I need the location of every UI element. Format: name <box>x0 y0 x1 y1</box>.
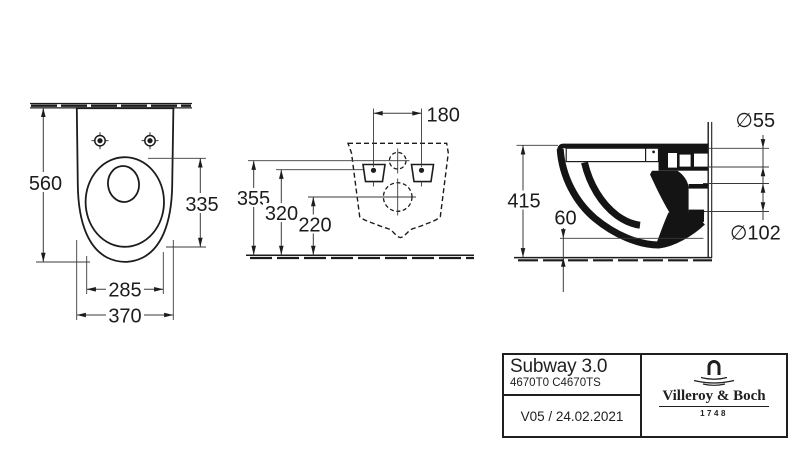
wall-line-side <box>707 122 713 258</box>
dim-label-side-height: 415 <box>507 191 540 213</box>
dim-label-seat-width: 285 <box>108 280 141 302</box>
product-name-cell: Subway 3.0 4670T0 C4670TS <box>504 355 640 396</box>
dim-label-outlet-diameter: ∅102 <box>730 223 781 245</box>
dim-355: 355 <box>235 160 272 255</box>
dim-335: 335 <box>148 157 221 248</box>
dim-label-bolt-spacing: 180 <box>427 105 460 127</box>
outlet-circle <box>382 178 413 216</box>
title-block: Subway 3.0 4670T0 C4670TS V05 / 24.02.20… <box>502 353 788 438</box>
dim-label-height: 560 <box>29 173 62 195</box>
carrier-dashed-outline <box>347 142 450 239</box>
brand-name: Villeroy & Boch <box>659 389 769 407</box>
brand-year: 1748 <box>700 409 728 418</box>
bolt-plate-right <box>410 163 435 187</box>
dim-diameters: ∅55 ∅102 <box>730 110 781 245</box>
dim-320: 320 <box>263 169 300 255</box>
dim-60: 60 <box>551 208 704 292</box>
dim-220: 220 <box>297 197 334 255</box>
rear-view: 180 355 320 220 <box>235 105 474 260</box>
wall-hatch <box>30 102 192 109</box>
fixing-bolt-left <box>91 132 109 150</box>
dim-label-outlet-height: 220 <box>298 215 331 237</box>
title-block-left-column: Subway 3.0 4670T0 C4670TS V05 / 24.02.20… <box>504 355 642 436</box>
article-numbers: 4670T0 C4670TS <box>510 377 601 389</box>
top-view: 560 335 285 <box>27 102 221 328</box>
version-date-cell: V05 / 24.02.2021 <box>504 396 640 436</box>
dim-415: 415 <box>505 144 558 258</box>
fixing-bolt-right <box>141 132 159 150</box>
version-date: V05 / 24.02.2021 <box>520 408 624 424</box>
floor-line-rear <box>246 254 474 260</box>
villeroy-boch-logo-icon <box>693 360 735 386</box>
dim-label-bolt-height: 320 <box>265 203 298 225</box>
dim-label-inlet-diameter: ∅55 <box>736 110 776 132</box>
dim-560: 560 <box>27 107 90 263</box>
brand-cell: Villeroy & Boch 1748 <box>642 355 786 436</box>
bowl-inner-outline <box>107 165 140 203</box>
dim-180: 180 <box>373 105 460 167</box>
dim-label-fixing-height: 355 <box>237 188 270 210</box>
side-view: 415 60 ∅55 ∅102 <box>505 110 781 292</box>
toilet-section-silhouette <box>556 143 708 249</box>
dim-285: 285 <box>86 252 164 302</box>
floor-line-side <box>514 256 712 262</box>
dim-label-total-width: 370 <box>108 306 141 328</box>
upper-fixing-circle <box>388 148 407 174</box>
dim-label-seat-depth: 335 <box>185 194 218 216</box>
dim-370: 370 <box>76 240 174 328</box>
bolt-plate-left <box>362 163 386 187</box>
dim-label-outlet-clearance: 60 <box>554 208 576 230</box>
product-name: Subway 3.0 <box>510 356 608 377</box>
